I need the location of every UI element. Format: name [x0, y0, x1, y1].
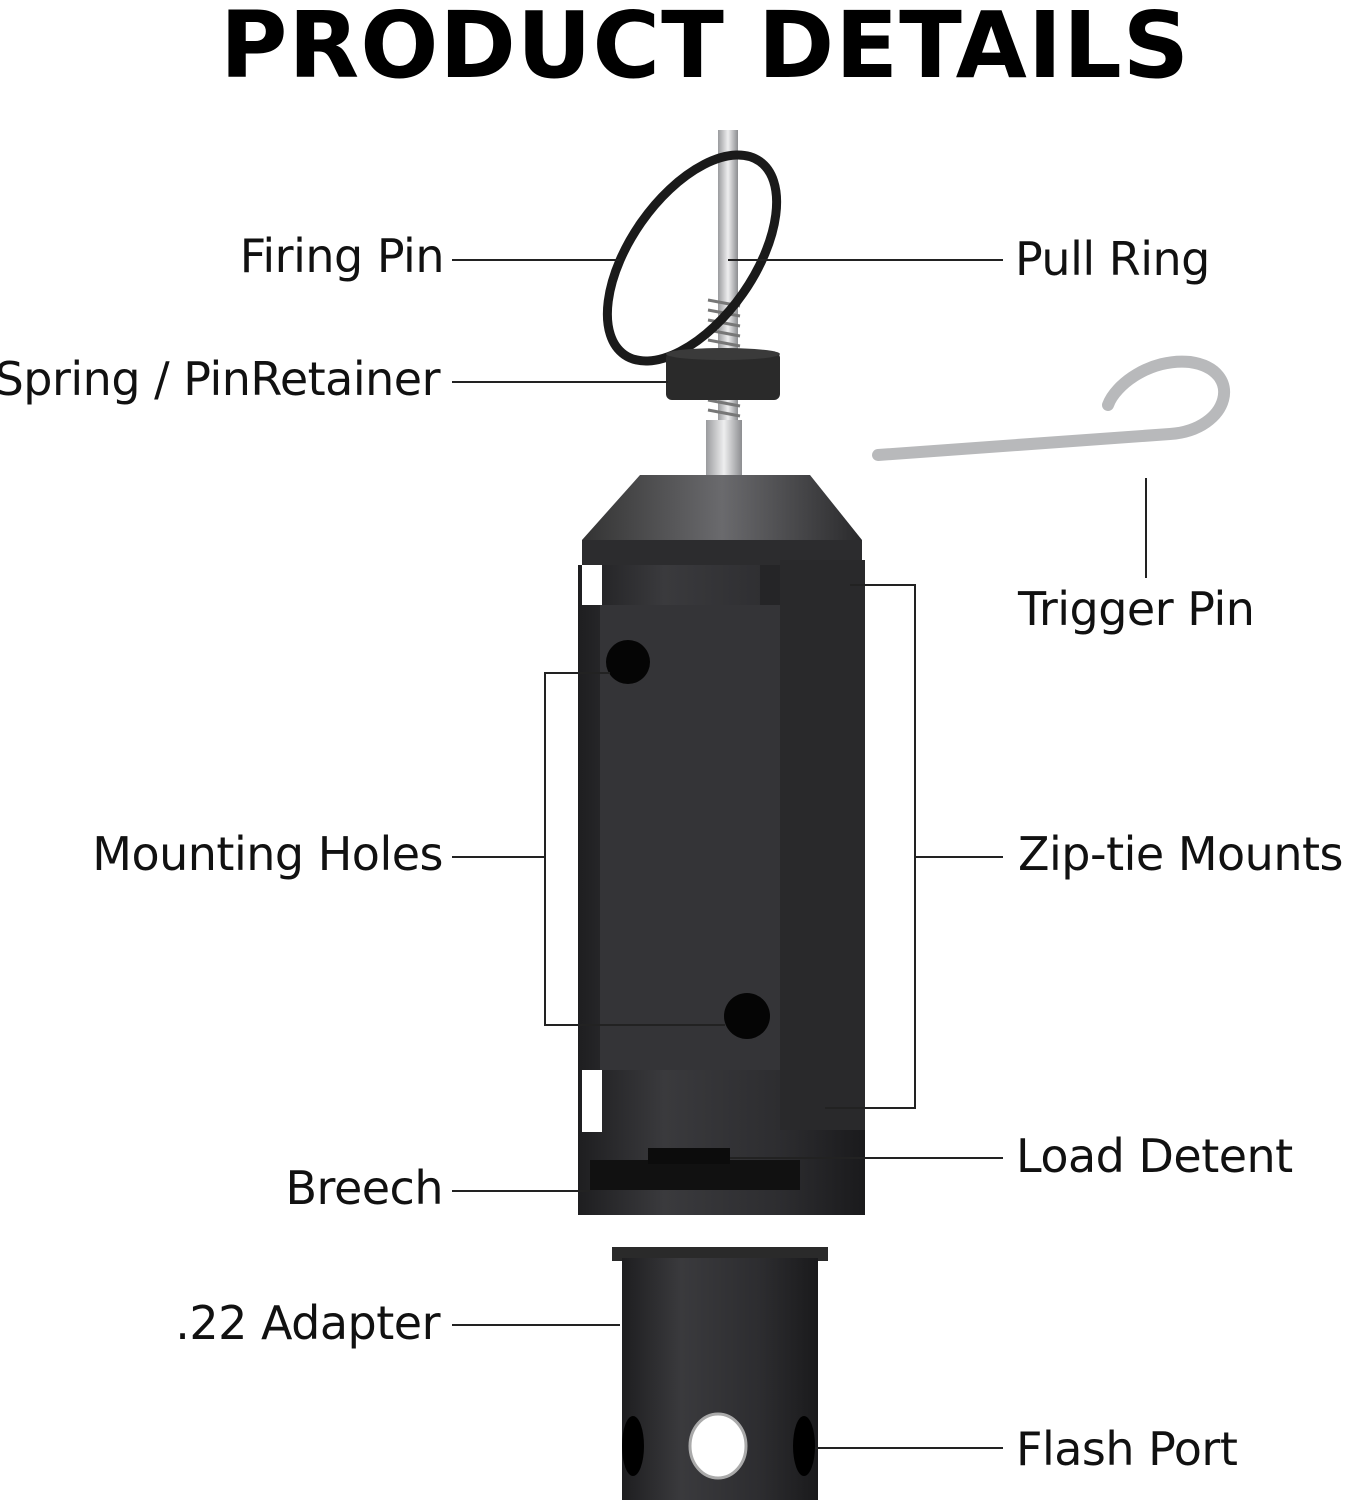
label-trigger-pin: Trigger Pin: [1018, 582, 1255, 636]
label-spring-retainer: Spring / PinRetainer: [0, 352, 441, 406]
launcher-body: [578, 475, 865, 1215]
pin-retainer-knob: [666, 348, 780, 400]
mounting-hole-top: [606, 640, 650, 684]
flash-port: [688, 1412, 748, 1480]
trigger-pin: [872, 355, 1231, 461]
leader-lines: [452, 259, 1147, 1449]
side-port-left: [622, 1416, 644, 1476]
label-flash-port: Flash Port: [1016, 1422, 1238, 1476]
page-title: PRODUCT DETAILS: [220, 0, 1190, 99]
label-mounting-holes: Mounting Holes: [92, 827, 443, 881]
label-firing-pin: Firing Pin: [239, 229, 445, 283]
adapter: [612, 1247, 828, 1500]
label-breech: Breech: [285, 1161, 443, 1215]
side-port-right: [793, 1416, 815, 1476]
label-zip-tie-mounts: Zip-tie Mounts: [1018, 827, 1343, 881]
pull-ring: [602, 150, 782, 366]
label-pull-ring: Pull Ring: [1015, 232, 1210, 286]
mounting-hole-bottom: [724, 993, 770, 1039]
label-load-detent: Load Detent: [1016, 1129, 1293, 1183]
label-adapter: .22 Adapter: [175, 1296, 440, 1350]
